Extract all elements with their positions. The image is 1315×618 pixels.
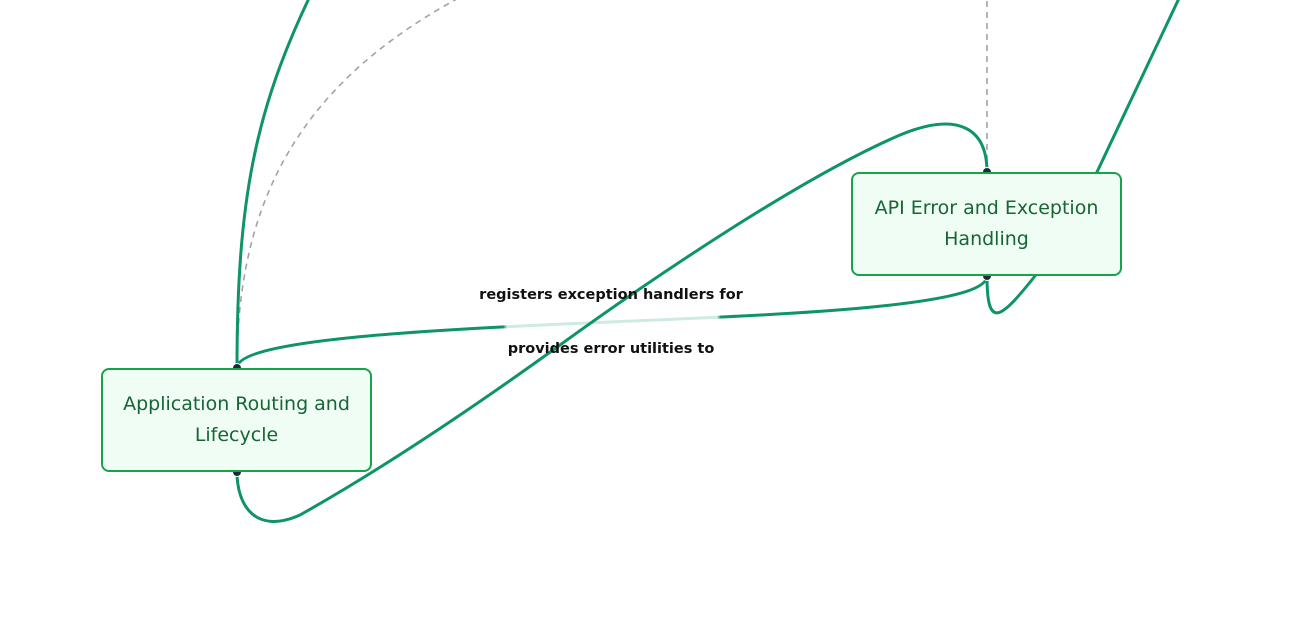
edge-routing-solid-offscreen[interactable]	[235, 0, 312, 369]
node-api-error-handling[interactable]: API Error and Exception Handling	[851, 172, 1122, 276]
node-application-routing[interactable]: Application Routing and Lifecycle	[101, 368, 372, 472]
node-label: API Error and Exception Handling	[874, 197, 1099, 250]
edge-crossing-gap	[638, 297, 662, 315]
edge-provides-error-utilities[interactable]	[235, 122, 989, 523]
node-label: Application Routing and Lifecycle	[123, 393, 350, 446]
edge-api-solid-offscreen[interactable]	[985, 0, 1182, 315]
edge-label-provides: provides error utilities to	[507, 341, 715, 357]
edge-routing-dashed-offscreen[interactable]	[236, 0, 470, 369]
edge-registers-exception-handlers[interactable]	[235, 275, 989, 369]
edge-label-registers: registers exception handlers for	[479, 287, 743, 303]
